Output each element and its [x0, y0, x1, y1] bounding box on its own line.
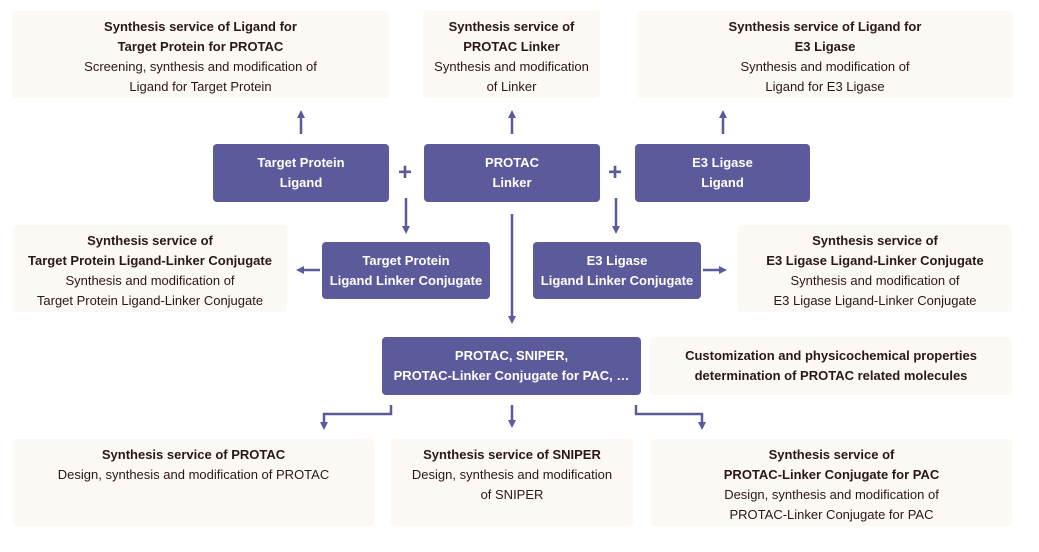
service-desc-line: PROTAC-Linker Conjugate for PAC: [729, 507, 934, 522]
note-customization: Customization and physicochemical proper…: [650, 337, 1012, 395]
service-title-line: E3 Ligase Ligand-Linker Conjugate: [766, 253, 984, 268]
service-title-line: Synthesis service of PROTAC: [101, 447, 286, 462]
service-title-line: Synthesis service of: [448, 19, 575, 34]
service-title-line: Target Protein for PROTAC: [117, 39, 284, 54]
node-line: Ligand: [279, 175, 323, 190]
service-desc-line: Design, synthesis and modification of PR…: [57, 467, 330, 482]
node-line: Linker: [492, 175, 532, 190]
service-desc-line: Synthesis and modification of: [790, 273, 960, 288]
service-desc-line: Synthesis and modification of: [740, 59, 910, 74]
service-e3-ligand: Synthesis service of Ligand for E3 Ligas…: [637, 11, 1013, 98]
plus-icon: +: [608, 159, 623, 186]
arrow-final-to-pac: [634, 405, 706, 430]
node-final-molecules: PROTAC, SNIPER, PROTAC-Linker Conjugate …: [382, 337, 641, 395]
arrow-final-to-protac: [320, 405, 393, 430]
node-line: PROTAC, SNIPER,: [454, 348, 569, 363]
service-protac: Synthesis service of PROTAC Design, synt…: [13, 439, 374, 526]
service-desc-line: Ligand for Target Protein: [129, 79, 272, 94]
node-line: PROTAC-Linker Conjugate for PAC, …: [393, 368, 630, 383]
service-desc-line: Ligand for E3 Ligase: [765, 79, 885, 94]
service-title-line: Synthesis service of: [812, 233, 938, 248]
node-target-conjugate: Target Protein Ligand Linker Conjugate: [322, 242, 490, 299]
service-title-line: Target Protein Ligand-Linker Conjugate: [28, 253, 272, 268]
plus-icon: +: [398, 159, 413, 186]
service-title-line: Synthesis service of Ligand for: [728, 19, 922, 34]
service-pac: Synthesis service of PROTAC-Linker Conju…: [651, 439, 1012, 526]
service-title-line: Synthesis service of SNIPER: [423, 447, 601, 462]
node-line: E3 Ligase: [692, 155, 753, 170]
node-line: E3 Ligase: [586, 252, 648, 268]
service-desc-line: Design, synthesis and modification of: [724, 487, 939, 502]
service-desc-line: Design, synthesis and modification: [411, 467, 613, 482]
node-line: PROTAC: [485, 155, 539, 170]
service-linker: Synthesis service of PROTAC Linker Synth…: [423, 11, 600, 98]
service-title-line: E3 Ligase: [794, 39, 856, 54]
note-line: Customization and physicochemical proper…: [685, 348, 977, 363]
node-e3-ligand: E3 Ligase Ligand: [635, 144, 810, 202]
note-line: determination of PROTAC related molecule…: [694, 368, 968, 383]
service-target-ligand: Synthesis service of Ligand for Target P…: [12, 11, 389, 98]
service-sniper: Synthesis service of SNIPER Design, synt…: [391, 439, 633, 526]
service-desc-line: Synthesis and modification: [434, 59, 589, 74]
node-line: Ligand: [701, 175, 744, 190]
service-desc-line: Target Protein Ligand-Linker Conjugate: [36, 293, 264, 308]
service-e3-conjugate: Synthesis service of E3 Ligase Ligand-Li…: [738, 225, 1012, 312]
service-title-line: Synthesis service of: [87, 233, 213, 248]
node-line: Ligand Linker Conjugate: [540, 272, 694, 288]
service-desc-line: of SNIPER: [480, 487, 544, 502]
service-desc-line: of Linker: [486, 79, 537, 94]
node-line: Target Protein: [257, 155, 345, 170]
node-line: Ligand Linker Conjugate: [329, 272, 483, 288]
node-line: Target Protein: [362, 252, 450, 268]
service-desc-line: Synthesis and modification of: [65, 273, 235, 288]
service-title-line: Synthesis service of: [768, 447, 895, 462]
service-target-conjugate: Synthesis service of Target Protein Liga…: [13, 225, 287, 312]
service-title-line: PROTAC-Linker Conjugate for PAC: [723, 467, 940, 482]
service-title-line: Synthesis service of Ligand for: [104, 19, 297, 34]
service-title-line: PROTAC Linker: [463, 39, 560, 54]
node-target-ligand: Target Protein Ligand: [213, 144, 389, 202]
node-linker: PROTAC Linker: [424, 144, 600, 202]
node-e3-conjugate: E3 Ligase Ligand Linker Conjugate: [533, 242, 701, 299]
service-desc-line: E3 Ligase Ligand-Linker Conjugate: [773, 293, 977, 308]
service-desc-line: Screening, synthesis and modification of: [84, 59, 317, 74]
